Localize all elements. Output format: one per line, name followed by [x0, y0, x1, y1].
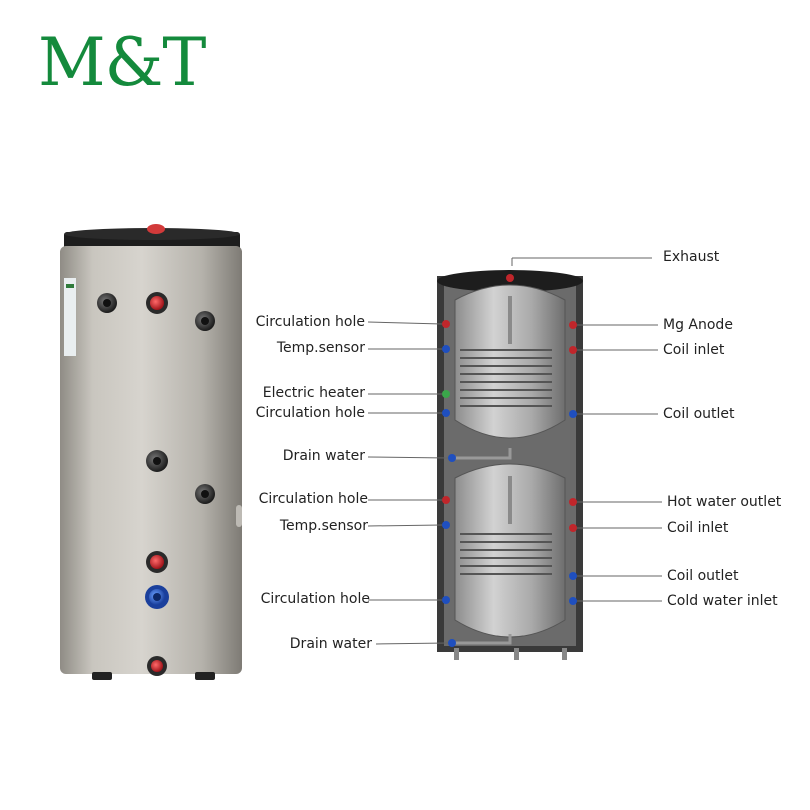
- port-circulation-hole-4: [442, 596, 450, 604]
- label-circulation-hole-3: Circulation hole: [258, 491, 368, 507]
- photo-port-dark-2: [195, 311, 215, 331]
- label-cold-water-inlet: Cold water inlet: [667, 593, 778, 609]
- upper-heat-coil: [460, 349, 552, 407]
- port-coil-outlet-2: [569, 572, 577, 580]
- photo-port-red-1: [146, 292, 168, 314]
- photo-port-dark-1: [97, 293, 117, 313]
- port-temp-sensor-1: [442, 345, 450, 353]
- label-electric-heater: Electric heater: [262, 385, 365, 401]
- port-coil-inlet-2: [569, 524, 577, 532]
- port-circulation-hole-2: [442, 409, 450, 417]
- label-coil-outlet-1: Coil outlet: [663, 406, 735, 422]
- label-drain-water-2: Drain water: [289, 636, 372, 652]
- port-hot-water-outlet: [569, 498, 577, 506]
- label-temp-sensor-2: Temp.sensor: [279, 518, 368, 534]
- port-drain-water-2: [448, 639, 456, 647]
- label-exhaust: Exhaust: [663, 249, 720, 265]
- port-coil-inlet-1: [569, 346, 577, 354]
- label-circulation-hole-4: Circulation hole: [260, 591, 370, 607]
- port-temp-sensor-2: [442, 521, 450, 529]
- label-coil-inlet-1: Coil inlet: [663, 342, 725, 358]
- label-hot-water-outlet: Hot water outlet: [667, 494, 782, 510]
- label-circulation-hole-1: Circulation hole: [255, 314, 365, 330]
- port-circulation-hole-3: [442, 496, 450, 504]
- port-cold-water-inlet: [569, 597, 577, 605]
- photo-port-dark-4: [195, 484, 215, 504]
- lower-heat-coil: [460, 533, 552, 575]
- port-mg-anode: [569, 321, 577, 329]
- photo-port-red-2: [146, 551, 168, 573]
- port-circulation-hole-1: [442, 320, 450, 328]
- port-electric-heater: [442, 390, 450, 398]
- label-mg-anode: Mg Anode: [663, 317, 733, 333]
- cutaway-tank: [437, 270, 583, 660]
- label-drain-water-1: Drain water: [282, 448, 365, 464]
- label-circulation-hole-2: Circulation hole: [255, 405, 365, 421]
- port-coil-outlet-1: [569, 410, 577, 418]
- port-drain-water-1: [448, 454, 456, 462]
- photo-port-red-3: [147, 656, 167, 676]
- photo-port-blue: [145, 585, 169, 609]
- cutaway-ports: [442, 320, 577, 647]
- label-temp-sensor-1: Temp.sensor: [276, 340, 365, 356]
- photo-port-dark-3: [146, 450, 168, 472]
- label-coil-outlet-2: Coil outlet: [667, 568, 739, 584]
- tank-photo: [60, 224, 242, 680]
- leader-lines: [367, 257, 662, 645]
- brand-logo: M&T: [38, 24, 206, 101]
- label-coil-inlet-2: Coil inlet: [667, 520, 729, 536]
